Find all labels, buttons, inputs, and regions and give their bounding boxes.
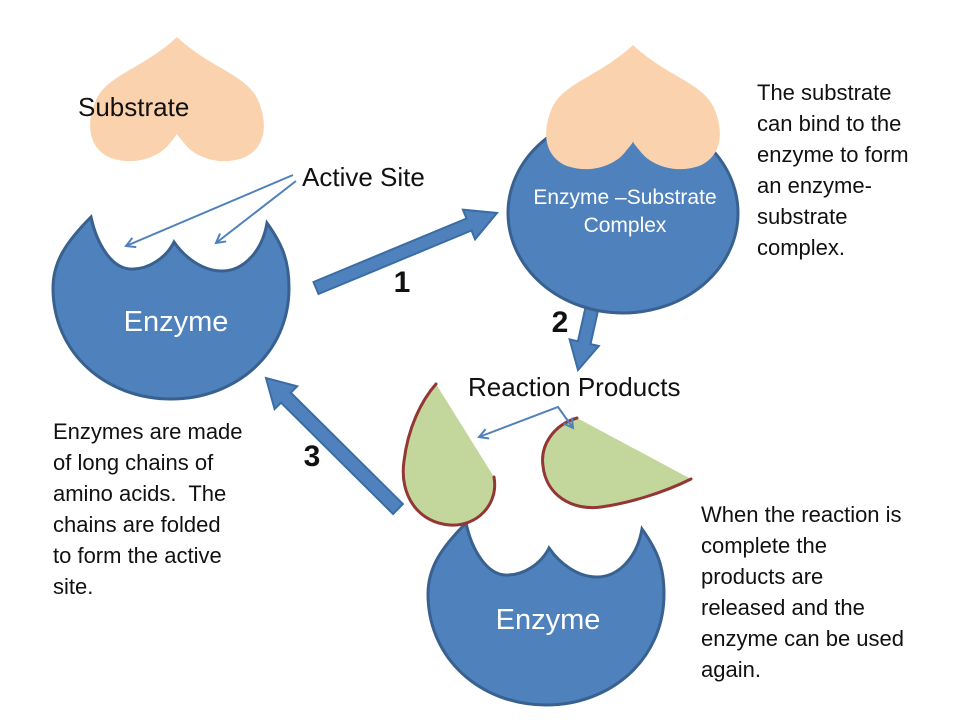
note-line: amino acids. The xyxy=(53,481,227,506)
complex-label: Enzyme –Substrate Complex xyxy=(513,184,737,240)
active-site-label: Active Site xyxy=(302,162,425,192)
note-line: chains are folded xyxy=(53,512,221,537)
reaction-products-label: Reaction Products xyxy=(468,372,681,402)
note-line: When the reaction is xyxy=(701,502,902,527)
enzyme-bottom-label: Enzyme xyxy=(495,604,601,636)
product-right-shape xyxy=(542,418,691,508)
note-line: enzyme to form xyxy=(757,142,909,167)
note-line: to form the active xyxy=(53,543,222,568)
note-line: again. xyxy=(701,657,761,682)
step3-label: 3 xyxy=(303,440,321,473)
product-left-outline xyxy=(401,382,497,527)
step1-arrow xyxy=(312,208,499,296)
step3-arrow xyxy=(264,376,405,516)
note-line: an enzyme- xyxy=(757,173,872,198)
enzyme-top-label: Enzyme xyxy=(123,306,229,338)
note-substrate-binding: The substrate can bind to the enzyme to … xyxy=(757,77,909,263)
note-line: products are xyxy=(701,564,824,589)
note-line: complete the xyxy=(701,533,827,558)
note-line: Enzymes are made xyxy=(53,419,243,444)
substrate-label: Substrate xyxy=(78,92,190,122)
note-products-released: When the reaction is complete the produc… xyxy=(701,499,904,685)
note-line: released and the xyxy=(701,595,865,620)
step1-label: 1 xyxy=(393,266,411,299)
note-line: enzyme can be used xyxy=(701,626,905,651)
note-enzyme-structure: Enzymes are made of long chains of amino… xyxy=(53,416,243,602)
note-line: complex. xyxy=(757,235,846,260)
note-line: site. xyxy=(53,574,94,599)
product-left-shape xyxy=(403,384,495,526)
note-line: can bind to the xyxy=(757,111,902,136)
active-site-pointer-right xyxy=(214,180,297,245)
note-line: substrate xyxy=(757,204,848,229)
products-pointer xyxy=(477,405,575,440)
note-line: of long chains of xyxy=(53,450,214,475)
complex-label-line1: Enzyme –Substrate xyxy=(533,186,717,209)
active-site-pointer-left xyxy=(124,174,294,249)
complex-label-line2: Complex xyxy=(583,214,667,237)
note-line: The substrate xyxy=(757,80,892,105)
step2-label: 2 xyxy=(551,306,569,339)
